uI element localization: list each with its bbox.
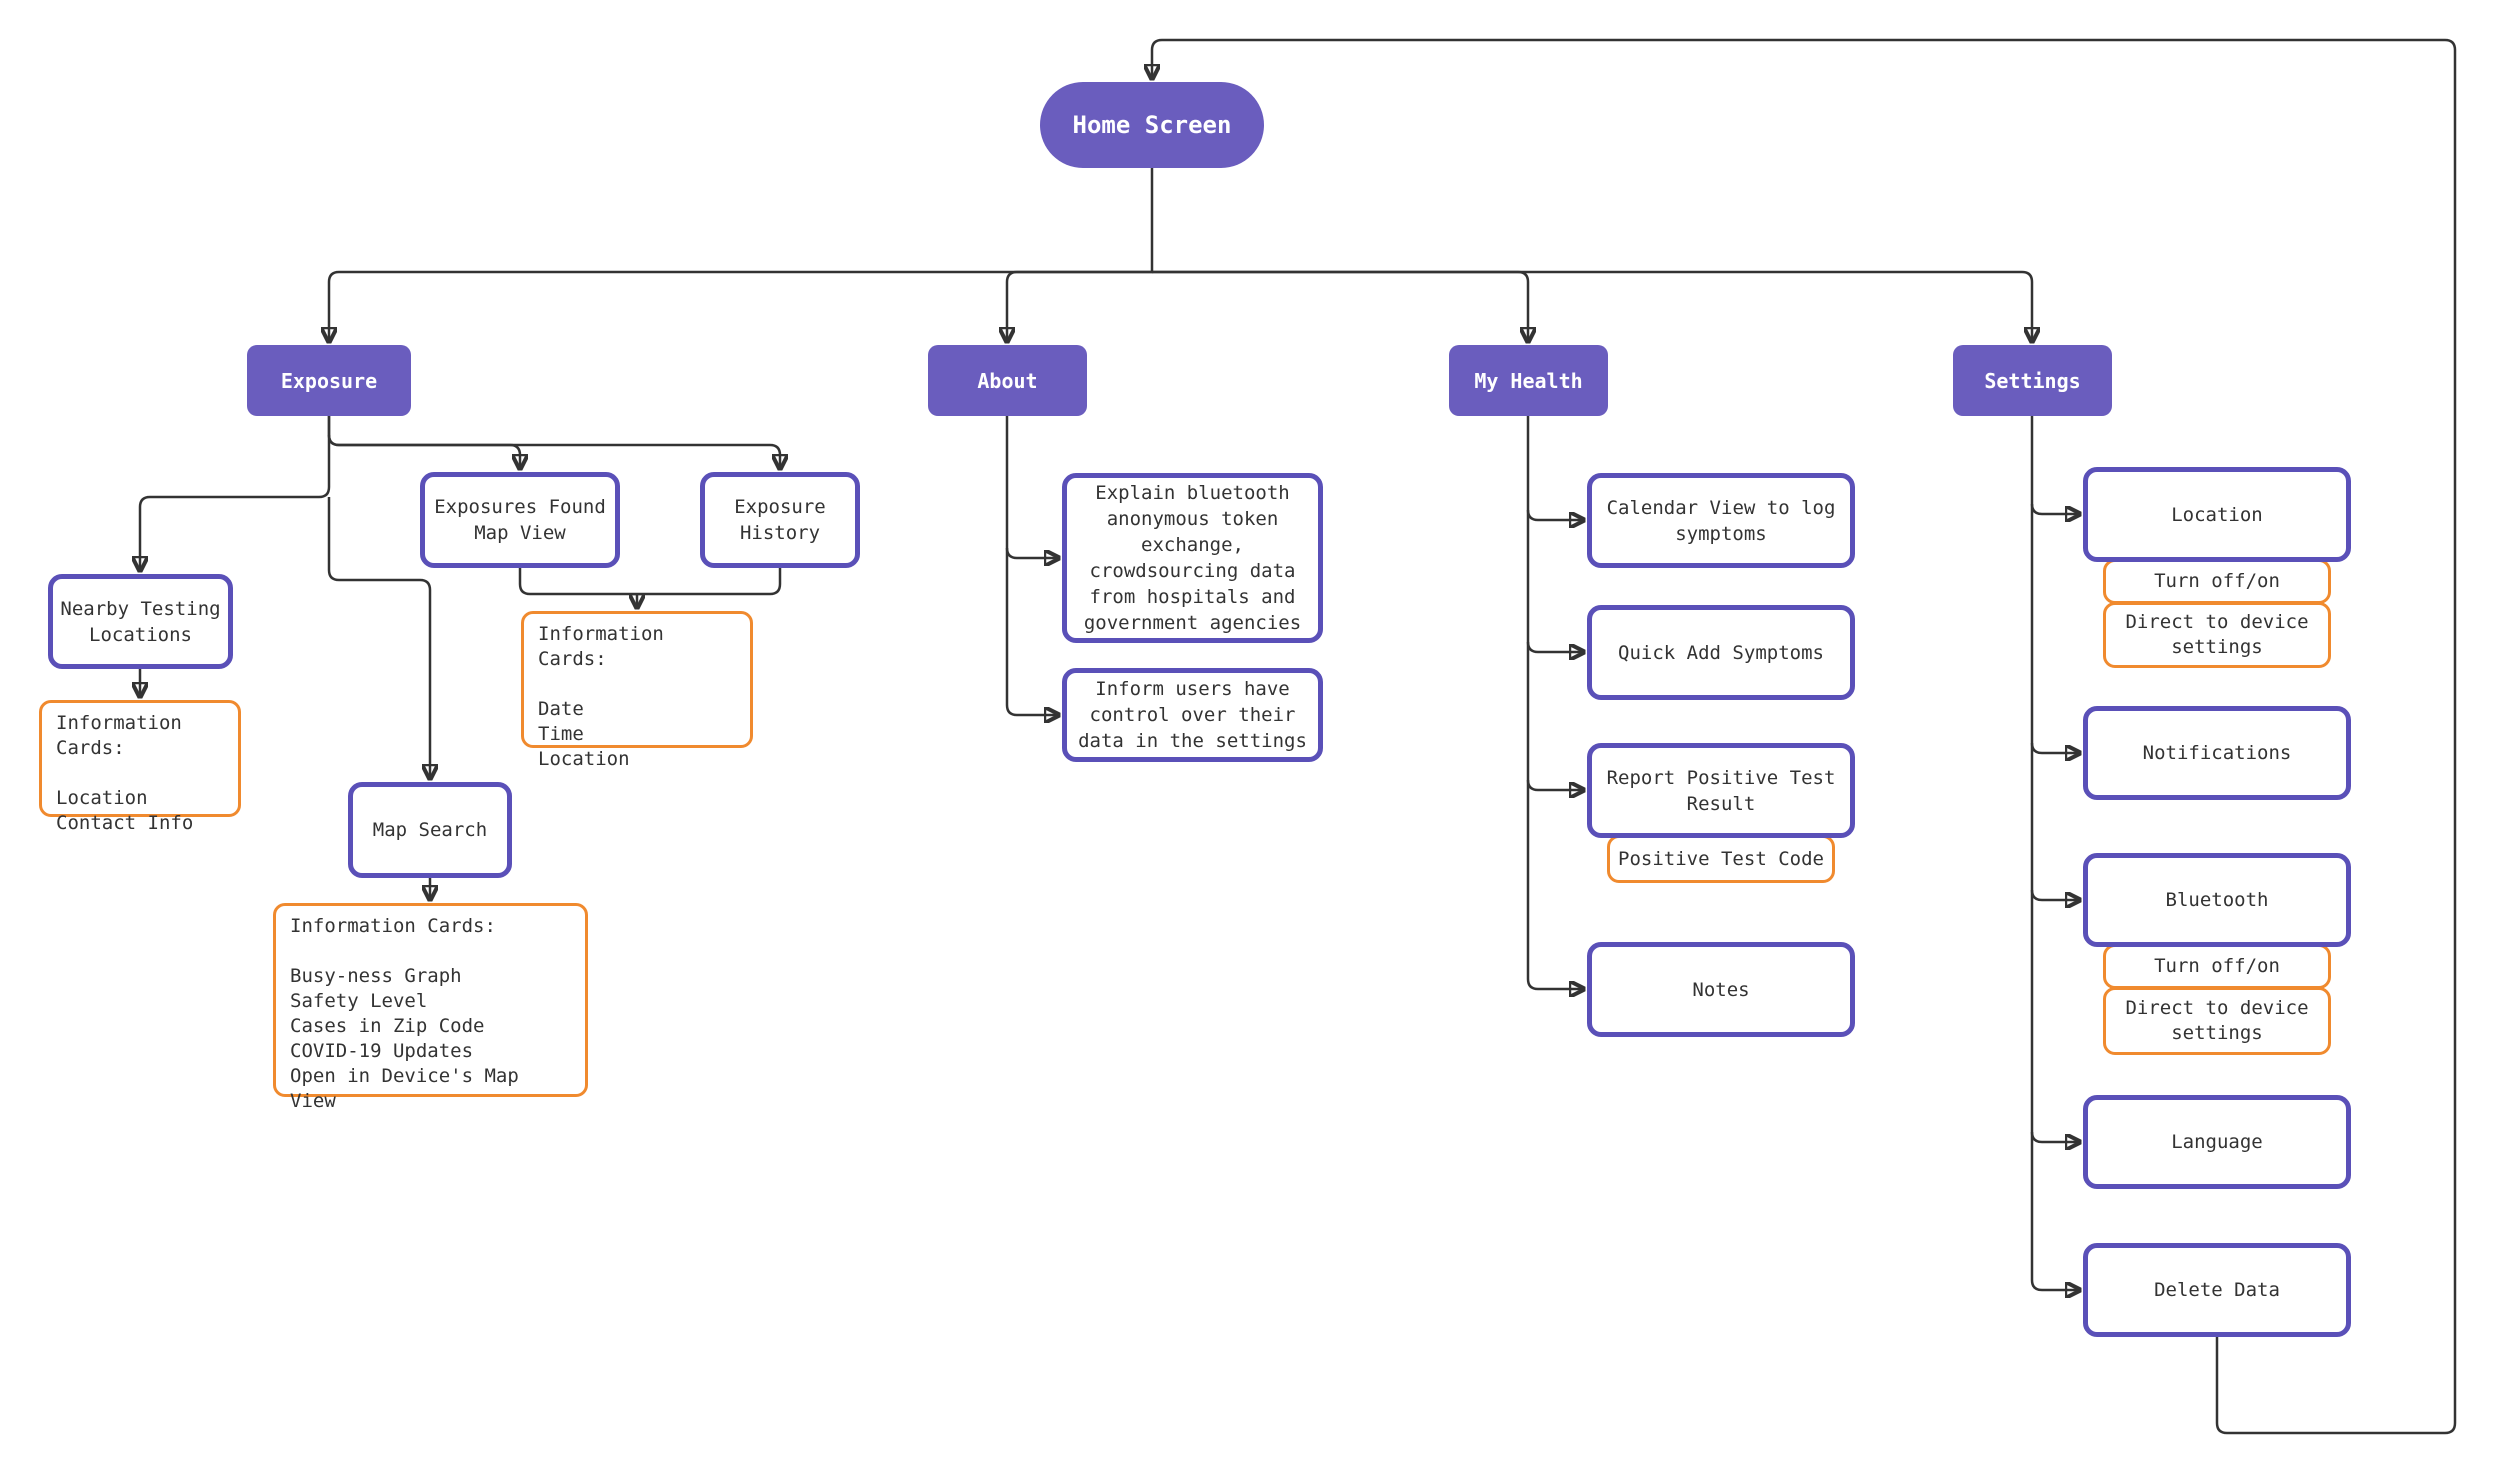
node-notes[interactable]: Notes [1587,942,1855,1037]
node-quick-add-symptoms-label: Quick Add Symptoms [1618,641,1824,664]
edge-exposure-exposures-found [327,416,520,468]
card-exposure-info-text: Information Cards: Date Time Location [538,623,664,770]
card-bluetooth-direct-text: Direct to device settings [2125,997,2309,1044]
node-bluetooth-label: Bluetooth [2165,889,2269,911]
node-settings-label: Settings [1984,368,2081,393]
node-map-search[interactable]: Map Search [348,782,512,878]
edge-my-health-quick-add [1526,510,1583,652]
card-map-search-info[interactable]: Information Cards: Busy-ness Graph Safet… [273,903,588,1112]
edge-exposure-nearby-testing [140,416,331,570]
node-bluetooth[interactable]: Bluetooth [2083,853,2351,947]
node-about-inform-label: Inform users have control over their dat… [1078,678,1307,752]
node-about-label: About [977,368,1038,393]
node-calendar-view[interactable]: Calendar View to log symptoms [1587,473,1855,568]
edge-home-settings [1152,270,2032,341]
edge-about-inform [1005,548,1058,715]
edge-home-exposure [329,167,1154,341]
card-location-turn-text: Turn off/on [2154,570,2280,592]
node-about-explain-label: Explain bluetooth anonymous token exchan… [1083,482,1302,634]
node-map-search-label: Map Search [372,819,488,841]
node-nearby-testing-label: Nearby Testing Locations [60,597,221,646]
edge-settings-notifications [2030,504,2079,753]
edge-home-my-health [1152,270,1528,341]
node-settings[interactable]: Settings [1953,345,2112,416]
card-bluetooth-direct-settings[interactable]: Direct to device settings [2103,987,2331,1055]
node-about[interactable]: About [928,345,1087,416]
node-settings-location[interactable]: Location [2083,467,2351,562]
edge-my-health-report [1526,642,1583,790]
node-exposure-label: Exposure [280,368,378,393]
edge-home-about [1007,270,1152,341]
edge-exposures-found-info [518,568,637,596]
node-home-screen-label: Home Screen [1072,111,1232,139]
edge-about-explain [1005,416,1058,558]
node-language[interactable]: Language [2083,1095,2351,1189]
node-language-label: Language [2171,1131,2263,1153]
node-notifications-label: Notifications [2142,742,2292,764]
edge-delete-data-home [1152,38,2457,1435]
edge-exposure-exposure-history [327,434,780,468]
node-about-explain[interactable]: Explain bluetooth anonymous token exchan… [1062,473,1323,643]
edge-exposure-history-info [637,568,782,596]
node-report-positive-test[interactable]: Report Positive Test Result [1587,743,1855,838]
node-about-inform[interactable]: Inform users have control over their dat… [1062,668,1323,762]
edge-exposure-map-search [327,497,430,778]
card-positive-test-code-text: Positive Test Code [1618,847,1824,870]
node-my-health[interactable]: My Health [1449,345,1608,416]
node-home-screen[interactable]: Home Screen [1040,82,1264,168]
node-notes-label: Notes [1692,978,1750,1001]
node-my-health-label: My Health [1474,368,1583,393]
edge-settings-delete-data [2030,1132,2079,1290]
card-bluetooth-turn-off-on[interactable]: Turn off/on [2103,944,2331,989]
node-quick-add-symptoms[interactable]: Quick Add Symptoms [1587,605,1855,700]
card-positive-test-code[interactable]: Positive Test Code [1607,835,1835,883]
node-exposures-found-label: Exposures Found Map View [434,496,606,544]
node-delete-data[interactable]: Delete Data [2083,1243,2351,1337]
edge-my-health-calendar [1526,416,1583,520]
card-location-turn-off-on[interactable]: Turn off/on [2103,559,2331,604]
node-exposure-history[interactable]: Exposure History [700,472,860,568]
node-delete-data-label: Delete Data [2154,1279,2280,1301]
edge-settings-bluetooth [2030,743,2079,900]
node-exposures-found-map-view[interactable]: Exposures Found Map View [420,472,620,568]
card-exposure-info[interactable]: Information Cards: Date Time Location [521,611,753,770]
card-nearby-testing-info[interactable]: Information Cards: Location Contact Info [39,700,241,834]
card-map-search-info-text: Information Cards: Busy-ness Graph Safet… [290,915,519,1112]
edge-settings-location [2030,415,2079,514]
card-bluetooth-turn-text: Turn off/on [2154,955,2280,977]
node-exposure-history-label: Exposure History [734,496,826,544]
node-exposure[interactable]: Exposure [247,345,411,416]
card-location-direct-text: Direct to device settings [2125,611,2309,658]
card-nearby-testing-info-text: Information Cards: Location Contact Info [56,712,194,834]
edge-settings-language [2030,890,2079,1142]
node-settings-location-label: Location [2171,503,2263,526]
card-location-direct-settings[interactable]: Direct to device settings [2103,602,2331,668]
node-nearby-testing-locations[interactable]: Nearby Testing Locations [48,574,233,669]
edge-my-health-notes [1526,780,1583,989]
node-notifications[interactable]: Notifications [2083,706,2351,800]
node-calendar-view-label: Calendar View to log symptoms [1606,496,1836,545]
node-report-positive-test-label: Report Positive Test Result [1606,766,1836,815]
